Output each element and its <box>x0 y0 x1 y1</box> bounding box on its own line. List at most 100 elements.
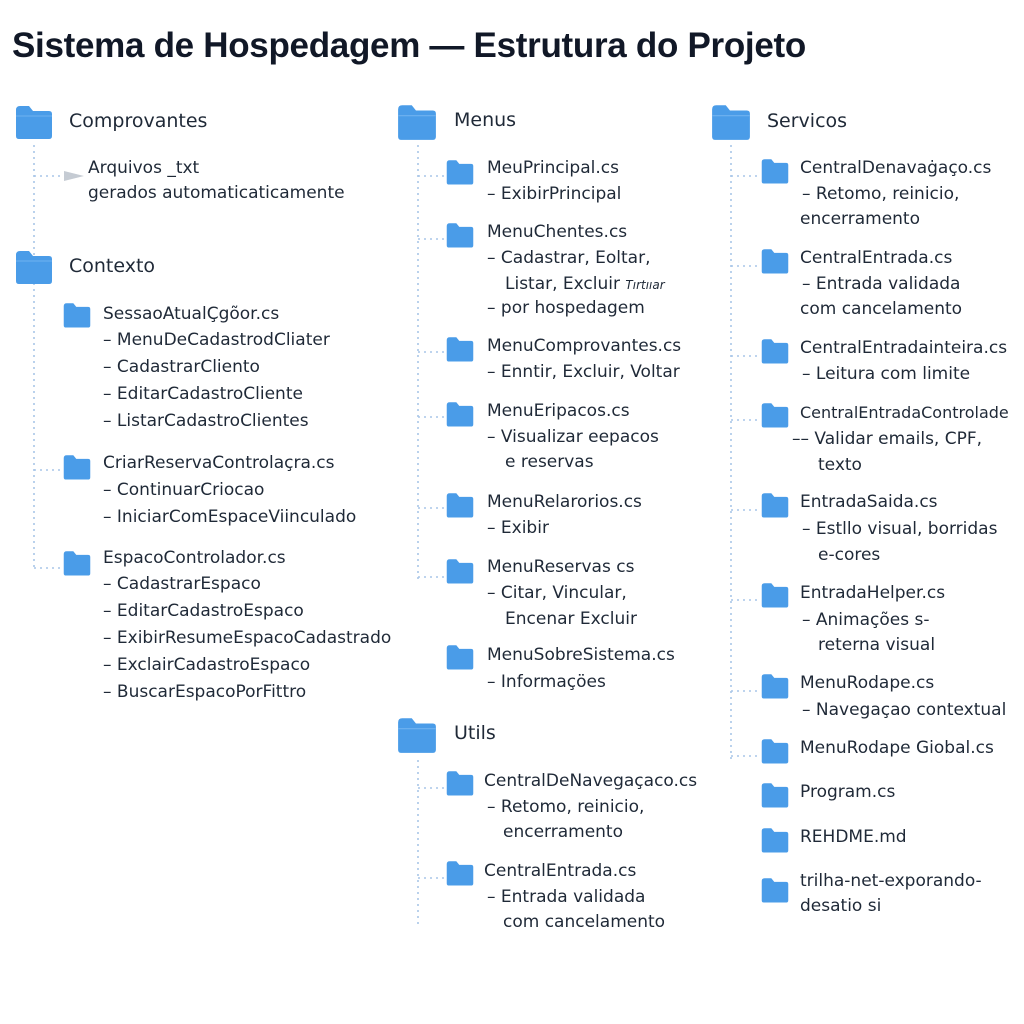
method-item: encerramento <box>800 209 920 229</box>
file-item[interactable]: MenuRelarorios.cs <box>487 492 642 512</box>
method-item: – Informaçöes <box>487 672 606 692</box>
file-item[interactable]: EntradaSaida.cs <box>800 492 938 512</box>
folder-icon <box>446 645 474 670</box>
method-item: – Entrada validada <box>802 274 961 294</box>
folder-icon <box>761 674 789 699</box>
file-item[interactable]: CentralEntrada.cs <box>484 861 637 881</box>
method-item: – IniciarComEspaceViinculado <box>103 507 357 527</box>
note-line: Arquivos _txt <box>88 158 200 178</box>
file-item[interactable]: CentralDenavaġaço.cs <box>800 158 992 178</box>
method-item: – ListarCadastroClientes <box>103 411 309 431</box>
file-icon <box>761 783 789 808</box>
file-item[interactable]: MenuReservas cs <box>487 557 635 577</box>
folder-icon <box>446 493 474 518</box>
method-item: encerramento <box>503 822 623 842</box>
method-item: com cancelamento <box>800 299 963 319</box>
folder-icon <box>446 337 474 362</box>
folder-icon <box>16 251 52 284</box>
folder-icon <box>446 559 474 584</box>
file-icon <box>761 828 789 853</box>
method-item: – EditarCadastroCliente <box>103 384 303 404</box>
method-item: – Retomo, reinicio, <box>487 797 645 817</box>
file-item[interactable]: EspacoControlador.cs <box>103 548 286 568</box>
method-item: – CadastrarCliento <box>103 357 260 377</box>
method-item: – Navegaçao contextual <box>802 700 1007 720</box>
file-trilha[interactable]: trilha-net-exporando- <box>800 871 982 891</box>
method-item: Listar, Excluir Tırtııar <box>505 274 665 294</box>
method-item: – MenuDeCadastrodCliater <box>103 330 330 350</box>
folder-icon <box>761 493 789 518</box>
file-icon <box>761 878 789 903</box>
folder-icon <box>398 105 436 140</box>
method-item: – Entrada validada <box>487 887 646 907</box>
method-item: – Animações s- <box>802 610 930 630</box>
arrow-icon <box>64 171 84 181</box>
file-item[interactable]: MenuEripacos.cs <box>487 401 630 421</box>
folder-icon <box>446 771 474 796</box>
file-program[interactable]: Program.cs <box>800 782 896 802</box>
file-item[interactable]: MenuRodape Giobal.cs <box>800 738 994 758</box>
folder-icon <box>398 718 436 753</box>
folder-servicos[interactable]: Servicos <box>767 110 848 132</box>
file-item[interactable]: MenuChentes.cs <box>487 222 628 242</box>
method-item: – Leitura com limite <box>802 364 971 384</box>
file-readme[interactable]: REHDME.md <box>800 827 907 847</box>
file-item[interactable]: MenuSobreSistema.cs <box>487 645 675 665</box>
method-item: – Citar, Vincular, <box>487 583 627 603</box>
method-item: – Estllo visual, borridas <box>802 519 998 539</box>
method-item: – Retomo, reinicio, <box>802 184 960 204</box>
method-item: – CadastrarEspaco <box>103 574 261 594</box>
method-item: – Exibir <box>487 518 549 538</box>
folder-icon <box>712 105 750 140</box>
method-item: – ExibirPrincipal <box>487 184 622 204</box>
file-item[interactable]: CentralEntrada.cs <box>800 248 953 268</box>
folder-icon <box>446 223 474 248</box>
method-item: – por hospedagem <box>487 298 645 318</box>
folder-icon <box>761 159 789 184</box>
method-item: – Enntir, Excluir, Voltar <box>487 362 680 382</box>
file-item[interactable]: CentralEntradainteira.cs <box>800 338 1008 358</box>
folder-icon <box>63 551 91 576</box>
method-item: – ExibirResumeEspacoCadastrado <box>103 628 392 648</box>
folder-icon <box>16 106 52 139</box>
method-item: com cancelamento <box>503 912 666 932</box>
folder-icon <box>63 455 91 480</box>
method-item: – Visualizar eepacos <box>487 427 659 447</box>
method-item: texto <box>818 455 862 475</box>
file-item[interactable]: CentralDeNavegaçaco.cs <box>484 771 698 791</box>
folder-icon <box>761 583 789 608</box>
file-item[interactable]: SessaoAtualÇgõor.cs <box>103 304 280 324</box>
file-item[interactable]: MenuRodape.cs <box>800 673 935 693</box>
method-item: – Cadastrar, Eoltar, <box>487 248 651 268</box>
folder-menus[interactable]: Menus <box>454 109 517 131</box>
method-item: – BuscarEspacoPorFittro <box>103 682 307 702</box>
method-item: e reservas <box>505 452 594 472</box>
folder-icon <box>446 402 474 427</box>
file-item[interactable]: MeuPrincipal.cs <box>487 158 619 178</box>
folder-icon <box>63 303 91 328</box>
method-item: – EditarCadastroEspaco <box>103 601 304 621</box>
file-trilha-line2: desatio si <box>800 896 882 916</box>
file-item[interactable]: CriarReservaControlaçra.cs <box>103 453 335 473</box>
method-item: –– Validar emails, CPF, <box>792 429 983 449</box>
folder-utils[interactable]: Utils <box>454 722 496 744</box>
method-item: – ContinuarCriocao <box>103 480 265 500</box>
folder-icon <box>761 739 789 764</box>
method-item: reterna visual <box>818 635 936 655</box>
folder-icon <box>446 861 474 886</box>
folder-contexto[interactable]: Contexto <box>69 255 156 277</box>
folder-icon <box>761 403 789 428</box>
folder-icon <box>761 339 789 364</box>
file-item[interactable]: EntradaHelper.cs <box>800 583 946 603</box>
note-line: gerados automaticaticamente <box>88 183 345 203</box>
method-item: e-cores <box>818 545 881 565</box>
file-item[interactable]: CentralEntradaControlade <box>800 403 1009 422</box>
method-item: Encenar Excluir <box>505 609 637 629</box>
page-title: Sistema de Hospedagem — Estrutura do Pro… <box>12 26 806 65</box>
folder-icon <box>761 249 789 274</box>
file-item[interactable]: MenuComprovantes.cs <box>487 336 682 356</box>
method-item: – ExclairCadastroEspaco <box>103 655 311 675</box>
folder-icon <box>446 160 474 185</box>
folder-comprovantes[interactable]: Comprovantes <box>69 110 208 132</box>
